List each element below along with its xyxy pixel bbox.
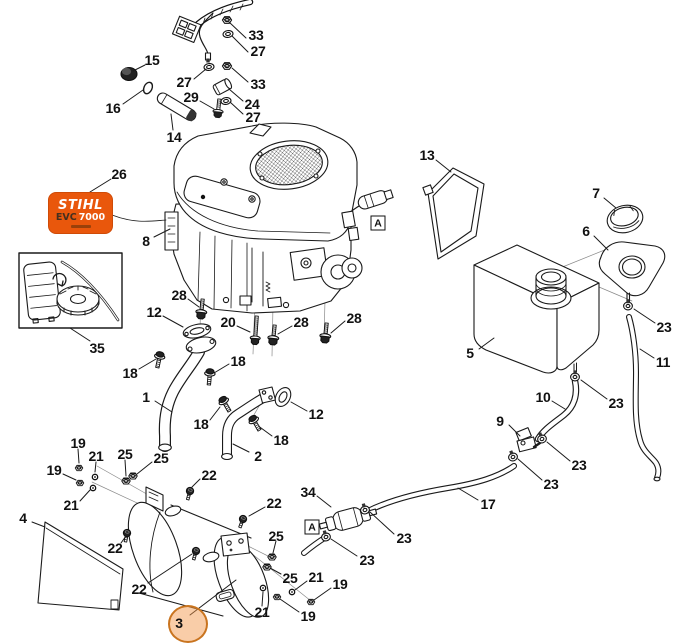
part-callout-15-2[interactable]: 15: [144, 52, 160, 68]
part-callout-33-4[interactable]: 33: [250, 76, 266, 92]
gasket-13: [422, 167, 485, 260]
part-callout-1-26[interactable]: 1: [142, 389, 150, 405]
muffler-3: [127, 486, 270, 618]
part-callout-12-16[interactable]: 12: [146, 304, 162, 320]
part-callout-28-15[interactable]: 28: [171, 287, 187, 303]
part-callout-28-19[interactable]: 28: [346, 310, 362, 326]
part-callout-25-47[interactable]: 25: [268, 528, 284, 544]
part-callout-19-39[interactable]: 19: [46, 462, 62, 478]
part-callout-22-43[interactable]: 22: [266, 495, 282, 511]
part-callout-22-40[interactable]: 22: [201, 467, 217, 483]
heat-shield-4: [37, 521, 124, 611]
badge-model-prefix: EVC: [55, 211, 77, 223]
part-callout-13-10[interactable]: 13: [419, 147, 435, 163]
badge-caption-bar: [70, 224, 91, 228]
part-callout-23-48[interactable]: 23: [396, 530, 412, 546]
gasket-12a: [182, 323, 212, 339]
part-callout-34-42[interactable]: 34: [300, 484, 316, 500]
part-callout-17-44[interactable]: 17: [480, 496, 496, 512]
leader-lines: [31, 21, 656, 616]
part-callout-18-30[interactable]: 18: [193, 416, 209, 432]
part-callout-26-11[interactable]: 26: [111, 166, 127, 182]
part-callout-14-9[interactable]: 14: [166, 129, 182, 145]
part-callout-21-35[interactable]: 21: [88, 448, 104, 464]
reference-marker-A-0: A: [370, 215, 386, 231]
part-callout-12-29[interactable]: 12: [308, 406, 324, 422]
part-callout-23-41[interactable]: 23: [543, 476, 559, 492]
part-callout-16-7[interactable]: 16: [105, 100, 121, 116]
part-callout-19-33[interactable]: 19: [70, 435, 86, 451]
part-callout-27-1[interactable]: 27: [250, 43, 266, 59]
part-callout-22-54[interactable]: 22: [131, 581, 147, 597]
part-callout-8-14[interactable]: 8: [142, 233, 150, 249]
part-callout-18-24[interactable]: 18: [122, 365, 138, 381]
fuel-tank-5: [473, 244, 600, 374]
part-callout-23-38[interactable]: 23: [571, 457, 587, 473]
part-callout-21-52[interactable]: 21: [308, 569, 324, 585]
selected-part-highlight: [168, 605, 208, 643]
wiring-harness-illustration: [171, 0, 254, 63]
part-callout-10-27[interactable]: 10: [535, 389, 551, 405]
fasteners-top-cluster: [120, 16, 234, 122]
part-callout-22-49[interactable]: 22: [107, 540, 123, 556]
part-callout-27-3[interactable]: 27: [176, 74, 192, 90]
part-callout-23-50[interactable]: 23: [359, 552, 375, 568]
part-callout-35-21[interactable]: 35: [89, 340, 105, 356]
part-callout-21-55[interactable]: 21: [254, 604, 270, 620]
bracket-6: [598, 241, 666, 306]
part-callout-20-17[interactable]: 20: [220, 314, 236, 330]
inset-part-35: [18, 252, 123, 329]
gasket-12b: [274, 387, 292, 407]
part-callout-27-8[interactable]: 27: [245, 109, 261, 125]
ring-16: [142, 81, 154, 95]
exhaust-pipe-2: [221, 386, 292, 461]
part-callout-24-6[interactable]: 24: [244, 96, 260, 112]
part-callout-4-46[interactable]: 4: [19, 510, 27, 526]
pipe-14: [156, 92, 197, 122]
engine-illustration: [164, 122, 394, 314]
hose-10: [534, 377, 580, 443]
hose-11: [626, 314, 662, 482]
valve-9: [515, 427, 542, 453]
part-callout-28-18[interactable]: 28: [293, 314, 309, 330]
part-callout-23-20[interactable]: 23: [656, 319, 672, 335]
part-callout-25-36[interactable]: 25: [117, 446, 133, 462]
exhaust-pipe-1: [158, 323, 217, 452]
fuel-cap-7: [606, 204, 644, 234]
part-callout-33-0[interactable]: 33: [248, 27, 264, 43]
part-callout-23-28[interactable]: 23: [608, 395, 624, 411]
part-callout-29-5[interactable]: 29: [183, 89, 199, 105]
bolt-29: [212, 98, 224, 119]
part-callout-7-12[interactable]: 7: [592, 185, 600, 201]
badge-brand-text: STIHL: [58, 197, 103, 213]
part-callout-18-25[interactable]: 18: [230, 353, 246, 369]
part-callout-21-45[interactable]: 21: [63, 497, 79, 513]
spacer-24: [212, 78, 233, 96]
part-callout-9-31[interactable]: 9: [496, 413, 504, 429]
part-callout-6-13[interactable]: 6: [582, 223, 590, 239]
part-callout-2-34[interactable]: 2: [254, 448, 262, 464]
part-callout-18-32[interactable]: 18: [273, 432, 289, 448]
reference-marker-A-1: A: [304, 519, 320, 535]
part-callout-5-22[interactable]: 5: [466, 345, 474, 361]
part-callout-3-57[interactable]: 3: [175, 615, 183, 631]
part-callout-19-56[interactable]: 19: [300, 608, 316, 624]
part-callout-25-51[interactable]: 25: [282, 570, 298, 586]
badge-model-number: 7000: [78, 211, 106, 223]
part-callout-19-53[interactable]: 19: [332, 576, 348, 592]
part-callout-25-37[interactable]: 25: [153, 450, 169, 466]
part-callout-11-23[interactable]: 11: [655, 354, 671, 370]
